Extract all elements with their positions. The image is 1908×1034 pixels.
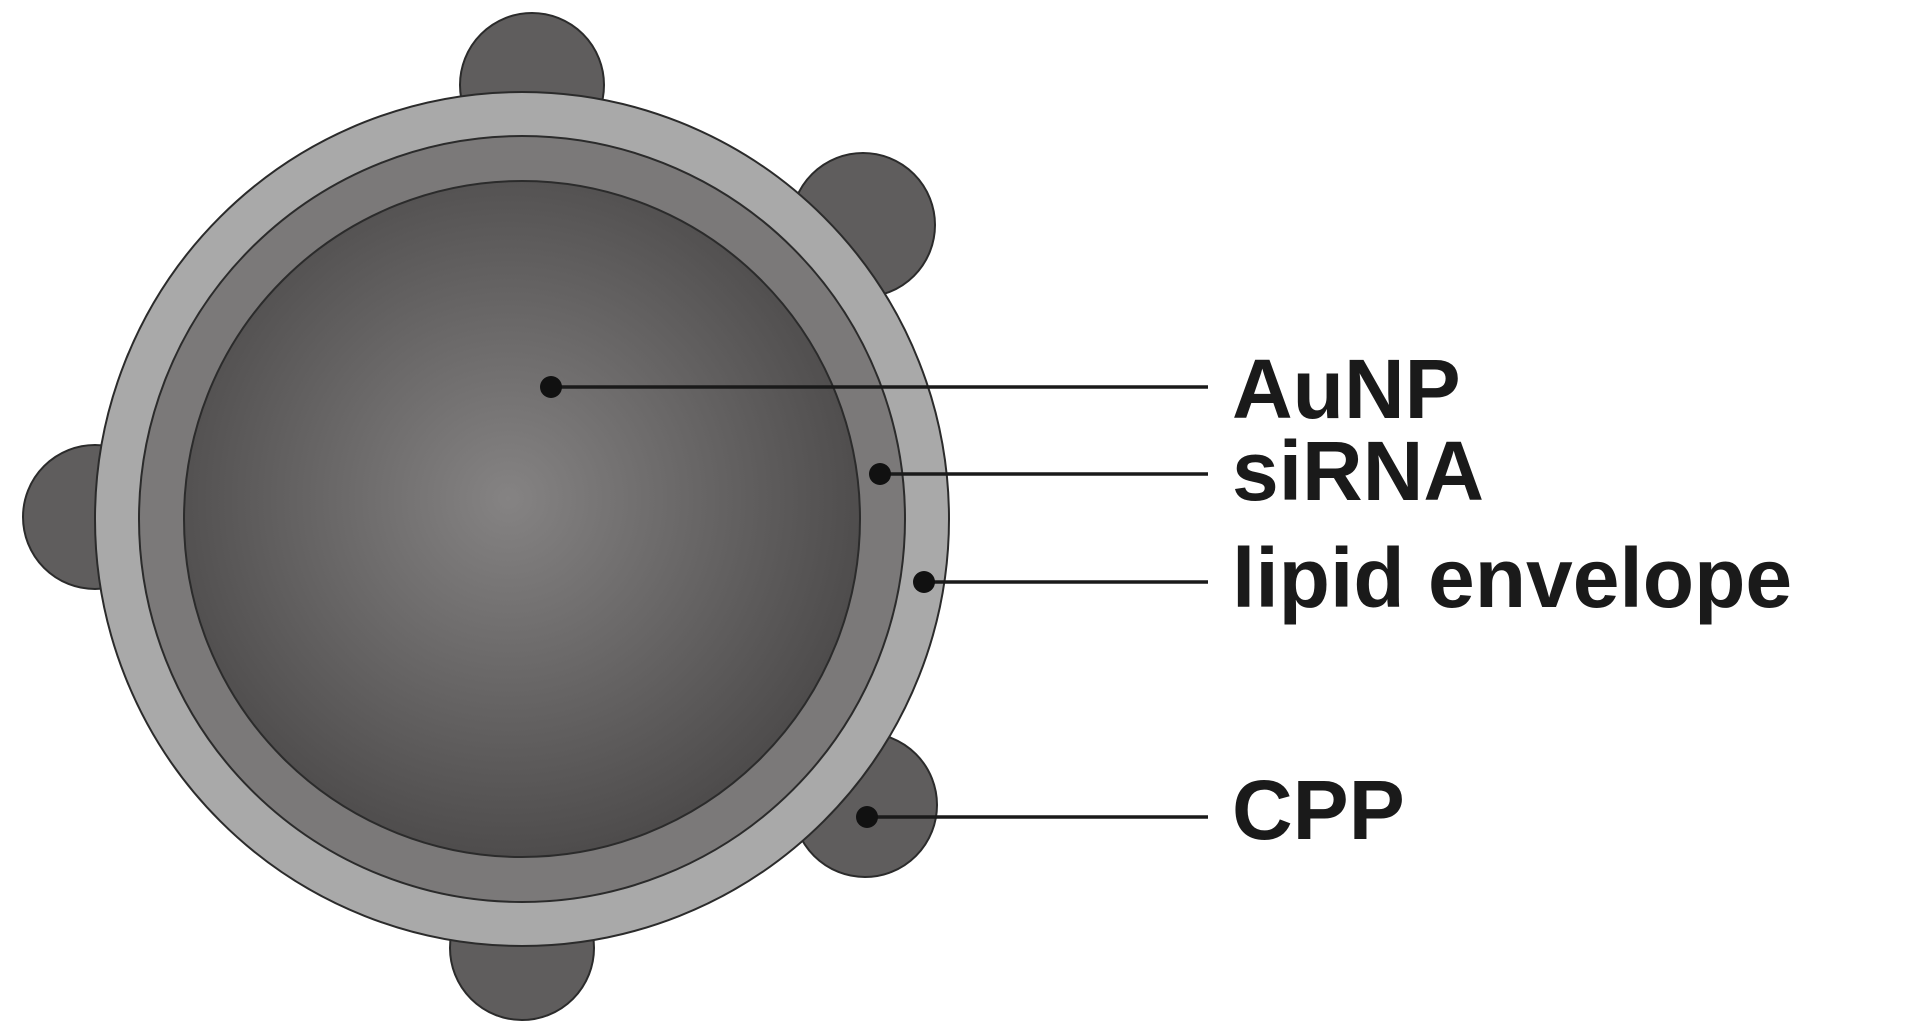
lipid-envelope-leader-dot [913,571,935,593]
aunp-label: AuNP [1232,342,1461,436]
cpp-leader-dot [856,806,878,828]
aunp-leader-dot [540,376,562,398]
leader-lines [551,385,1208,819]
cpp-label: CPP [1232,763,1405,857]
lipid-envelope-label: lipid envelope [1232,531,1792,625]
aunp-core [183,180,861,858]
sirna-label: siRNA [1232,424,1484,518]
leader-dots [540,376,935,828]
sirna-leader-dot [869,463,891,485]
